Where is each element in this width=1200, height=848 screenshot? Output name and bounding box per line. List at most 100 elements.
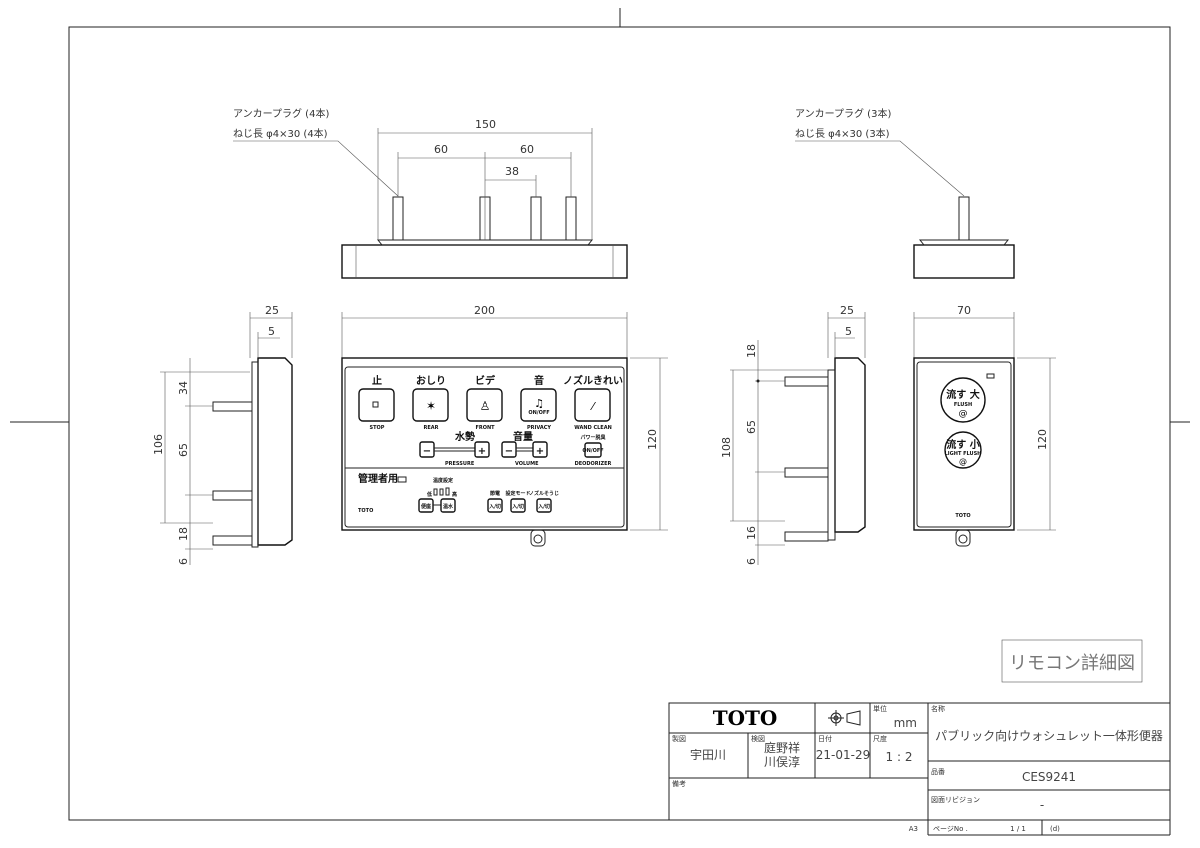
drawing-label: 入/切: [489, 503, 501, 510]
flush-small-button: [944, 431, 982, 469]
top-view-remote: アンカープラグ (4本) ねじ長 φ4×30 (4本) 150 60 60 38: [233, 107, 628, 279]
dim-60-right: 60: [520, 143, 534, 156]
anchor-note-2: ねじ長 φ4×30 (3本): [795, 127, 890, 140]
drawing-label: 1 / 1: [1010, 825, 1026, 833]
drawing-label: 備考: [672, 779, 686, 788]
stop-icon: [372, 401, 379, 408]
button-front: ビデ ♙ FRONT: [466, 374, 503, 431]
drawing-label: パワー脱臭: [580, 434, 605, 441]
drawing-line: [515, 447, 534, 452]
drawing-label: TOTO: [358, 508, 373, 514]
drawing-title: リモコン詳細図: [1009, 653, 1135, 674]
drawing-line: [520, 388, 557, 422]
dim-150: 150: [475, 118, 496, 131]
drawing-line: [955, 529, 971, 547]
drawing-label: −: [505, 446, 513, 457]
wall-plate: [376, 239, 594, 246]
volume-plus: [532, 441, 548, 458]
drawing-label: 65: [177, 443, 190, 457]
drawing-line: [358, 388, 395, 422]
drawing-line: [344, 366, 625, 528]
drawing-label: 入/切: [512, 503, 524, 510]
drawing-line: [834, 357, 866, 533]
drawing-label: 5: [845, 325, 852, 338]
drawing-label: 流す 小: [946, 438, 979, 451]
pressure-minus: [419, 441, 435, 458]
drawing-label: FRONT: [475, 425, 495, 431]
drawing-line: [212, 490, 253, 501]
drawing-label: LIGHT FLUSH: [945, 451, 982, 457]
drawing-line: [574, 388, 611, 422]
pressure-label: 水勢: [454, 430, 475, 443]
drawing-label: 流す 大: [946, 388, 979, 401]
drawing-line: [916, 361, 1012, 528]
deodorizer-button: [584, 442, 602, 458]
product-name: パブリック向けウォシュレット一体形便器: [935, 728, 1163, 743]
drawing-label: ノズルきれい: [563, 374, 623, 387]
drawing-line: [918, 239, 1010, 246]
bidet-icon: ♙: [480, 399, 491, 413]
button-rear: おしり ✶ REAR: [412, 375, 449, 431]
dim-120: 120: [646, 429, 659, 450]
drawing-label: 65: [745, 420, 758, 434]
drawing-label: −: [423, 446, 431, 457]
battery-icon: [986, 373, 995, 379]
drawing-label: REAR: [424, 425, 439, 431]
drawing-line: [784, 376, 829, 387]
screw-icon: [533, 534, 543, 544]
anchor-note-1: アンカープラグ (4本): [233, 107, 329, 120]
drawing-line: [827, 369, 836, 541]
drawing-label: 図面リビジョン: [931, 795, 980, 804]
drawing-label: WAND CLEAN: [574, 425, 612, 431]
anchor-note-2: ねじ長 φ4×30 (4本): [233, 127, 328, 140]
front-view-remote: 200 120 止 STOP おしり ✶ REAR ビデ ♙ FRONT 音: [341, 304, 668, 547]
swirl-icon: @: [959, 457, 967, 466]
drawing-label: 高: [452, 491, 457, 498]
drawing-line: [212, 535, 253, 546]
remote-base: [341, 244, 628, 279]
dim-38: 38: [505, 165, 519, 178]
volume-label: 音量: [513, 430, 533, 443]
drawing-label: 品番: [931, 768, 945, 776]
drawing-label: 70: [957, 304, 971, 317]
screw-tab: [530, 529, 546, 547]
drawing-label: DEODORIZER: [575, 461, 612, 467]
anchor-pin: [530, 196, 542, 241]
drawing-label: (d): [1050, 825, 1060, 833]
drawing-label: PRESSURE: [445, 461, 475, 467]
wand-icon: ⁄: [589, 400, 596, 413]
drawing-label: 18: [745, 344, 758, 358]
drawing-line: [536, 498, 552, 513]
music-note-icon: ♫: [534, 397, 544, 410]
drawing-label: VOLUME: [515, 461, 539, 467]
drawing-label: 低: [426, 491, 432, 498]
drawing-label: ON/OFF: [528, 410, 549, 416]
drawing-line: [412, 388, 449, 422]
drawing-label: TOTO: [955, 513, 970, 519]
drawing-label: A3: [909, 825, 918, 833]
drawing-label: ノズルそうじ: [529, 490, 559, 497]
drawing-label: 単位: [873, 704, 887, 713]
drawing-label: 25: [265, 304, 279, 317]
anchor-pin: [565, 196, 577, 241]
drawing-label: 18: [177, 527, 190, 541]
anchor-pin: [392, 196, 404, 241]
projection-symbol-icon: [828, 710, 861, 726]
anchor-note-1: アンカープラグ (3本): [795, 107, 891, 120]
swirl-icon: @: [959, 409, 968, 419]
drawing-line: [784, 531, 829, 542]
panel-base: [913, 244, 1015, 279]
drawing-line: [445, 487, 450, 496]
drawing-line: [466, 388, 503, 422]
button-stop: 止 STOP: [358, 374, 395, 431]
drawing-line: [212, 401, 253, 412]
screw-icon: [958, 534, 968, 544]
part-number: CES9241: [1022, 770, 1076, 784]
drawing-label: 便座: [421, 503, 431, 510]
drawing-label: FLUSH: [954, 402, 972, 408]
drawing-label: 設定モード: [505, 490, 530, 497]
drawing-line: [510, 498, 526, 513]
drawing-label: 音: [534, 374, 544, 387]
drawing-line: [756, 379, 760, 383]
drawing-label: ページNo .: [933, 825, 968, 833]
